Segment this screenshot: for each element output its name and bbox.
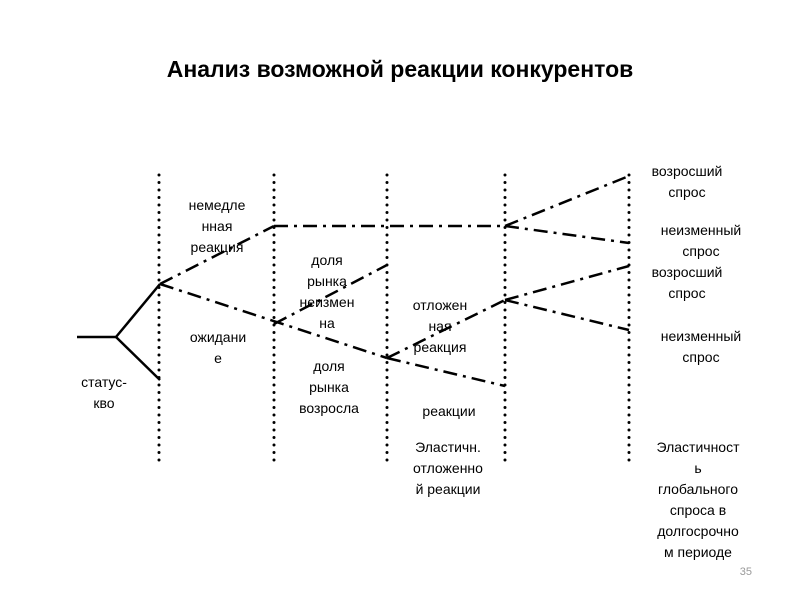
label-no-reaction: реакции нет [422, 403, 476, 419]
path-delayed-reaction [386, 298, 506, 360]
path-share-grew [273, 263, 388, 326]
path-no-reaction [386, 356, 506, 388]
slide-title: Анализ возможной реакции конкурентов [166, 56, 634, 82]
path-demand-unchanged-2 [504, 298, 630, 332]
page-number: 35 [739, 566, 752, 578]
path-immediate-reaction [159, 224, 275, 286]
label-elasticity-global: Эластичност ь глобального спроса в долго… [656, 439, 740, 560]
path-demand-grew-1 [504, 174, 630, 228]
label-demand-grew-2: возросший спрос [651, 264, 723, 301]
label-status-quo: статус- кво [81, 374, 127, 411]
label-demand-unchanged-2: неизменный спрос [660, 328, 742, 365]
label-demand-grew-1: возросший спрос [651, 163, 723, 200]
label-share-grew: доля рынка возросла [299, 358, 359, 416]
label-waiting: ожидани е [189, 329, 247, 366]
label-demand-unchanged-1: неизменный спрос [660, 222, 742, 259]
label-delayed-reaction: отложен ная реакция [412, 297, 468, 355]
path-demand-unchanged-1 [504, 224, 630, 245]
root-branch-upper [115, 283, 161, 338]
label-immediate-reaction: немедле нная реакция [188, 197, 246, 255]
label-elasticity-delayed: Эластичн. отложенно й реакции [413, 439, 483, 497]
label-share-unchanged: доля рынка неизмен на [299, 252, 355, 331]
path-waiting [159, 282, 388, 360]
path-demand-grew-2 [504, 264, 630, 302]
root-branch-lower [115, 336, 161, 381]
